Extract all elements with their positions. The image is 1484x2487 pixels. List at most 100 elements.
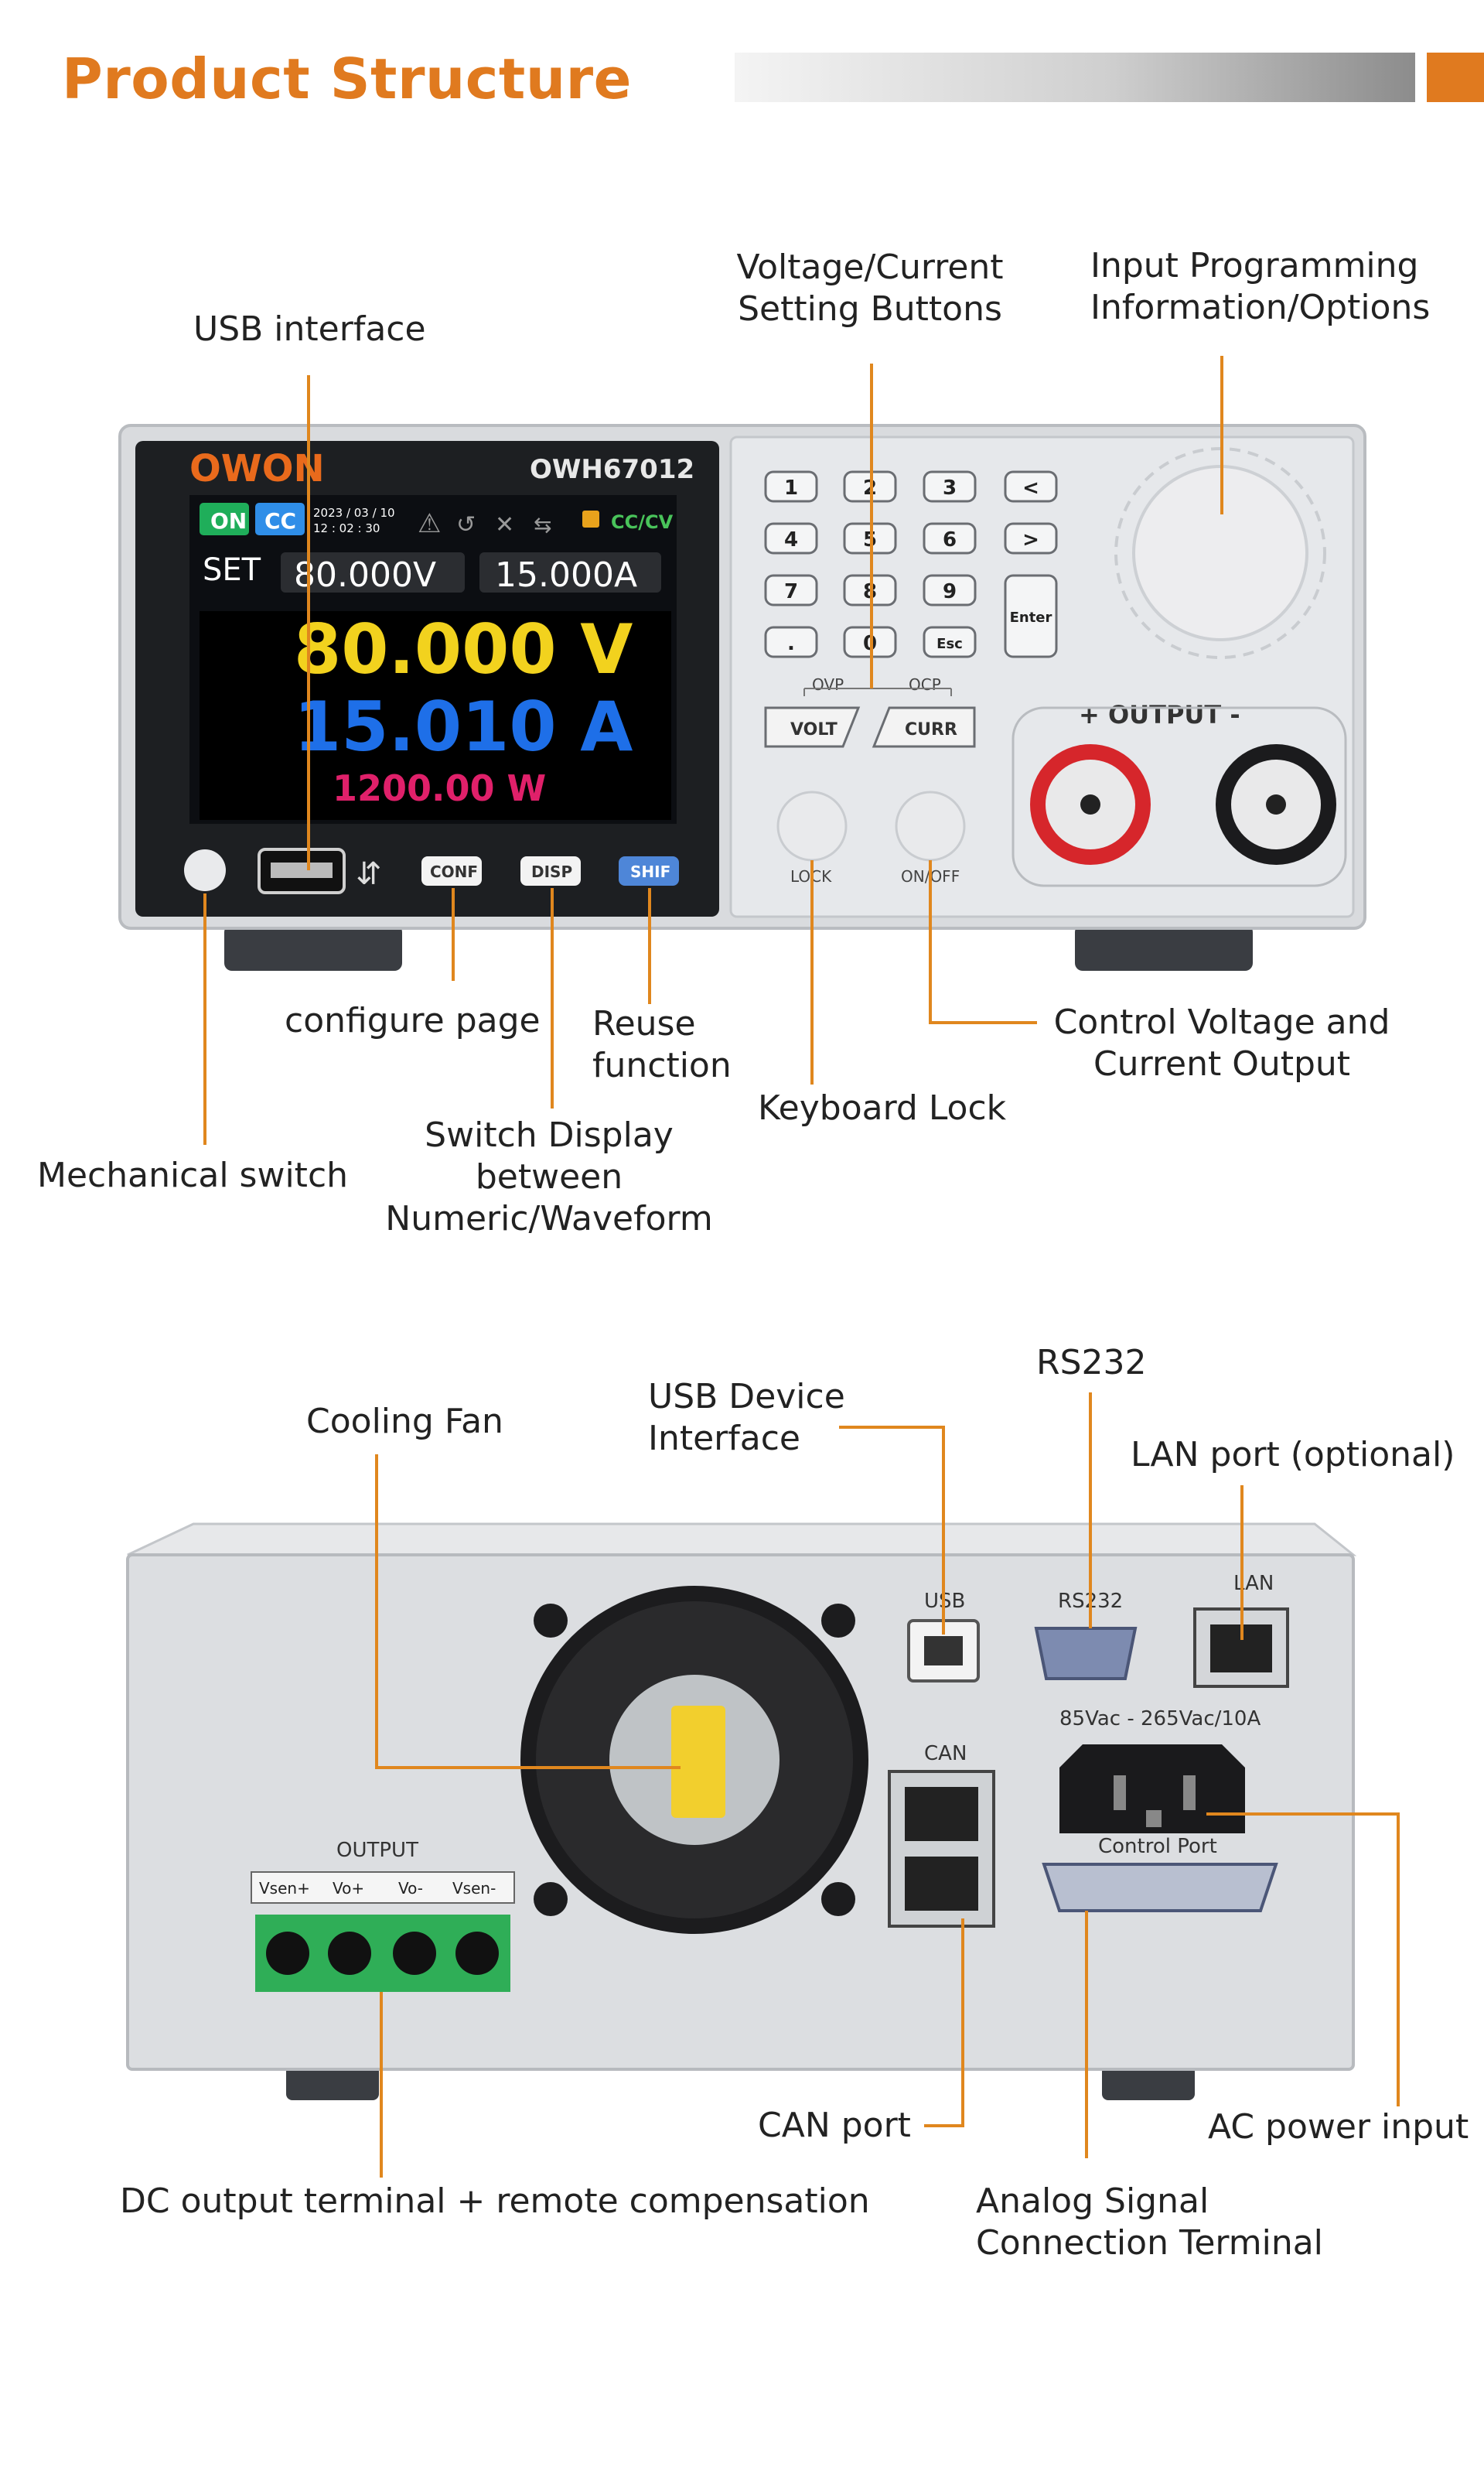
rear-can-label: CAN — [924, 1742, 967, 1765]
callout-usb-device-1: USB Device — [648, 1377, 845, 1416]
output-label: + OUTPUT - — [1079, 700, 1240, 729]
leader-mechanical — [203, 893, 206, 1145]
callout-switch-display-2: between — [475, 1157, 623, 1197]
callout-usb-interface: USB interface — [193, 309, 426, 349]
rear-output-label: OUTPUT — [336, 1839, 418, 1862]
current-readout: 15.010 A — [294, 687, 633, 767]
terminal-vsen-plus: Vsen+ — [259, 1879, 310, 1898]
leader-keyboard-lock — [810, 860, 814, 1085]
key-left: < — [1022, 477, 1039, 500]
usb-symbol-icon: ⇵ — [356, 856, 382, 892]
conf-button: CONF — [430, 863, 478, 881]
callout-input-prog-2: Information/Options — [1090, 288, 1431, 327]
leader-cooling-fan-v — [375, 1454, 378, 1768]
model-label: OWH67012 — [530, 454, 694, 485]
mode-label: CC/CV — [611, 511, 674, 533]
shift-button: SHIF — [630, 863, 670, 881]
callout-vc-buttons-2: Setting Buttons — [738, 289, 1002, 329]
control-port-label: Control Port — [1098, 1835, 1217, 1858]
terminal-vo-plus: Vo+ — [333, 1879, 364, 1898]
page-title: Product Structure — [62, 46, 632, 111]
ocp-label: OCP — [909, 675, 941, 694]
power-rating-label: 85Vac - 265Vac/10A — [1059, 1707, 1261, 1730]
mechanical-switch — [184, 849, 226, 891]
volt-button: VOLT — [790, 720, 838, 740]
leader-analog — [1085, 1911, 1088, 2158]
callout-cooling-fan: Cooling Fan — [306, 1402, 503, 1441]
leader-can-v — [961, 1918, 964, 2126]
key-4: 4 — [784, 528, 798, 552]
callout-switch-display-1: Switch Display — [425, 1115, 674, 1155]
lock-button — [776, 791, 848, 862]
leader-switch-display — [551, 888, 554, 1109]
leader-usb-interface — [307, 375, 310, 870]
key-dot: . — [787, 632, 795, 655]
brand-logo: OWON — [189, 447, 325, 490]
leader-onoff-v — [929, 860, 932, 1023]
title-gradient-bar — [735, 53, 1415, 102]
callout-switch-display-3: Numeric/Waveform — [385, 1199, 713, 1238]
lock-status-icon — [582, 511, 599, 528]
ovp-label: OVP — [812, 675, 844, 694]
mute-icon: ✕ — [495, 511, 514, 538]
leader-ac-h — [1206, 1812, 1400, 1816]
key-7: 7 — [784, 580, 798, 603]
title-accent-block — [1427, 53, 1484, 102]
callout-lan-port: LAN port (optional) — [1131, 1435, 1455, 1474]
voltage-readout: 80.000 V — [294, 610, 633, 689]
disp-button: DISP — [531, 863, 572, 881]
onoff-button — [895, 791, 966, 862]
leader-usb-device-h — [839, 1426, 943, 1429]
set-label: SET — [203, 552, 261, 588]
callout-analog-2: Connection Terminal — [976, 2223, 1323, 2263]
front-panel-illustration: OWON OWH67012 ON CC 2023 / 03 / 10 12 : … — [118, 424, 1366, 971]
callout-control-output-1: Control Voltage and — [1053, 1003, 1390, 1042]
callout-ac-power-input: AC power input — [1208, 2107, 1469, 2147]
key-right: > — [1022, 528, 1039, 552]
rs232-port — [1034, 1627, 1138, 1680]
key-9: 9 — [943, 580, 957, 603]
callout-control-output-2: Current Output — [1093, 1044, 1351, 1084]
key-1: 1 — [784, 477, 798, 500]
power-readout: 1200.00 W — [333, 767, 546, 809]
leader-onoff-h — [929, 1021, 1037, 1024]
screen-date: 2023 / 03 / 10 — [313, 506, 395, 520]
history-icon: ↺ — [456, 511, 476, 538]
leader-cooling-fan-h — [375, 1766, 681, 1769]
keypad — [764, 470, 1058, 658]
cooling-fan-grille — [520, 1586, 868, 1934]
callout-input-prog-1: Input Programming — [1090, 246, 1419, 285]
leader-configure — [452, 888, 455, 981]
leader-rs232 — [1089, 1392, 1092, 1628]
cc-badge: CC — [264, 508, 296, 534]
callout-vc-buttons-1: Voltage/Current — [736, 248, 1004, 287]
key-enter: Enter — [1010, 610, 1052, 626]
callout-analog-1: Analog Signal — [976, 2181, 1209, 2221]
control-port-db25 — [1042, 1863, 1278, 1912]
callout-reuse-1: Reuse — [592, 1004, 696, 1044]
key-3: 3 — [943, 477, 957, 500]
screen-time: 12 : 02 : 30 — [313, 521, 380, 535]
callout-rs232: RS232 — [1036, 1343, 1147, 1382]
leader-reuse — [648, 888, 651, 1004]
leader-dc-output — [380, 1992, 383, 2178]
terminal-vsen-minus: Vsen- — [452, 1879, 496, 1898]
set-voltage: 80.000V — [294, 555, 436, 595]
leader-vc-buttons — [870, 364, 873, 688]
callout-can-port: CAN port — [758, 2106, 911, 2145]
set-current: 15.000A — [495, 555, 637, 595]
leader-usb-device-v — [942, 1426, 945, 1635]
callout-configure-page: configure page — [285, 1001, 541, 1040]
rear-lan-label: LAN — [1233, 1572, 1274, 1595]
ac-power-socket — [1059, 1744, 1245, 1833]
callout-keyboard-lock: Keyboard Lock — [758, 1088, 1007, 1128]
callout-dc-output: DC output terminal + remote compensation — [120, 2181, 870, 2221]
leader-input-prog — [1220, 356, 1223, 514]
key-esc: Esc — [936, 636, 963, 652]
curr-button: CURR — [905, 720, 957, 740]
callout-reuse-2: function — [592, 1046, 732, 1085]
callout-usb-device-2: Interface — [648, 1419, 800, 1458]
callout-mechanical-switch: Mechanical switch — [37, 1156, 349, 1195]
leader-ac-v — [1397, 1812, 1400, 2106]
rear-panel-illustration: USB RS232 LAN 85Vac - 265Vac/10A CAN Con… — [126, 1522, 1357, 2100]
